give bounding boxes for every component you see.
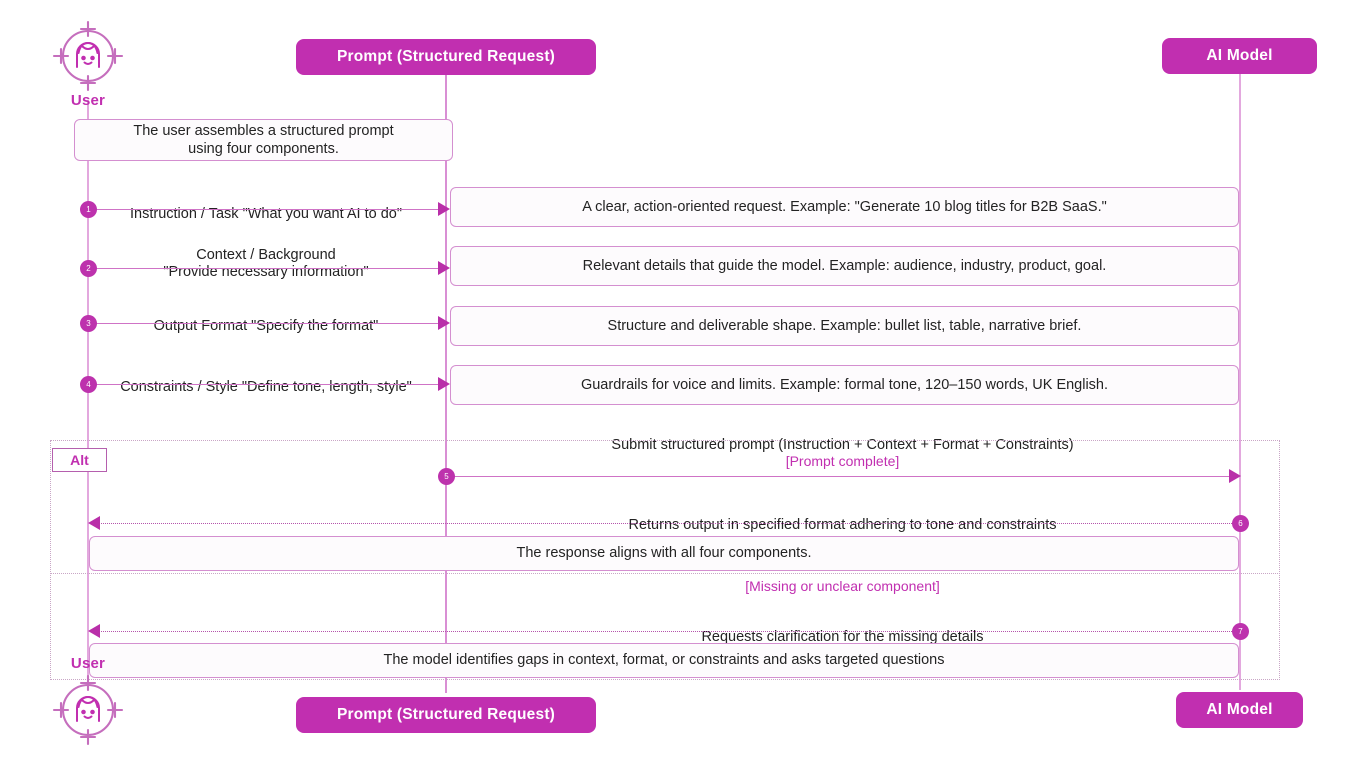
actor-user-top-label: User	[70, 92, 106, 109]
message-7-label: Requests clarification for the missing d…	[446, 611, 1239, 646]
message-7-arrowhead-icon	[88, 624, 100, 638]
note-model-identifies-gaps-text: The model identifies gaps in context, fo…	[383, 652, 945, 669]
message-6-text: Returns output in specified format adher…	[628, 516, 1057, 533]
message-2-arrowhead-icon	[438, 261, 450, 275]
note-instruction: A clear, action-oriented request. Exampl…	[450, 187, 1239, 227]
participant-ai-model-bottom-label: AI Model	[1206, 701, 1273, 718]
participant-ai-model-top[interactable]: AI Model	[1162, 38, 1317, 74]
alt-guard-prompt-complete-text: [Prompt complete]	[785, 453, 900, 469]
message-3-label: Output Format "Specify the format"	[96, 300, 436, 335]
actor-user-bottom-label: User	[70, 655, 106, 672]
participant-prompt-top-label: Prompt (Structured Request)	[336, 48, 556, 65]
message-1-arrow	[88, 209, 440, 210]
note-instruction-text: A clear, action-oriented request. Exampl…	[582, 198, 1107, 215]
alt-fragment-divider	[50, 573, 1280, 574]
alt-guard-prompt-complete: [Prompt complete]	[446, 453, 1239, 469]
message-5-badge: 5	[438, 468, 455, 485]
participant-prompt-top[interactable]: Prompt (Structured Request)	[296, 39, 596, 75]
message-4-number: 4	[86, 380, 91, 389]
message-1-arrowhead-icon	[438, 202, 450, 216]
message-5-arrowhead-icon	[1229, 469, 1241, 483]
message-2-number: 2	[86, 264, 91, 273]
user-target-icon	[52, 20, 124, 92]
user-target-icon-bottom	[52, 674, 124, 746]
message-6-arrow	[95, 523, 1240, 524]
message-5-number: 5	[444, 472, 449, 481]
message-4-badge: 4	[80, 376, 97, 393]
message-3-badge: 3	[80, 315, 97, 332]
message-3-arrow	[88, 323, 440, 324]
alt-fragment-tag-label: Alt	[70, 452, 89, 468]
message-6-label: Returns output in specified format adher…	[446, 499, 1239, 534]
note-output-format: Structure and deliverable shape. Example…	[450, 306, 1239, 346]
message-7-number: 7	[1238, 627, 1243, 636]
message-3-text: Output Format "Specify the format"	[153, 317, 379, 334]
message-4-arrowhead-icon	[438, 377, 450, 391]
message-2-arrow	[88, 268, 440, 269]
note-response-aligns-text: The response aligns with all four compon…	[516, 545, 812, 562]
participant-ai-model-bottom[interactable]: AI Model	[1176, 692, 1303, 728]
lifeline-user	[87, 100, 89, 688]
participant-ai-model-top-label: AI Model	[1206, 47, 1273, 64]
alt-fragment-tag: Alt	[52, 448, 107, 472]
note-assemble-prompt-text: The user assembles a structured prompt u…	[133, 122, 394, 157]
note-response-aligns: The response aligns with all four compon…	[89, 536, 1239, 571]
message-3-arrowhead-icon	[438, 316, 450, 330]
message-1-number: 1	[86, 205, 91, 214]
note-output-format-text: Structure and deliverable shape. Example…	[607, 317, 1082, 334]
alt-fragment	[50, 440, 1280, 680]
message-1-label: Instruction / Task "What you want AI to …	[96, 188, 436, 223]
message-1-badge: 1	[80, 201, 97, 218]
message-3-number: 3	[86, 319, 91, 328]
message-2-badge: 2	[80, 260, 97, 277]
actor-user-bottom[interactable]: User	[48, 655, 128, 746]
note-model-identifies-gaps: The model identifies gaps in context, fo…	[89, 643, 1239, 678]
participant-prompt-bottom[interactable]: Prompt (Structured Request)	[296, 697, 596, 733]
lifeline-ai-model	[1239, 74, 1241, 690]
note-assemble-prompt: The user assembles a structured prompt u…	[74, 119, 453, 161]
note-context: Relevant details that guide the model. E…	[450, 246, 1239, 286]
message-7-arrow	[95, 631, 1240, 632]
message-7-badge: 7	[1232, 623, 1249, 640]
message-4-arrow	[88, 384, 440, 385]
message-4-text: Constraints / Style "Define tone, length…	[120, 378, 412, 395]
actor-user-top[interactable]: User	[48, 20, 128, 109]
message-6-number: 6	[1238, 519, 1243, 528]
message-4-label: Constraints / Style "Define tone, length…	[96, 361, 436, 396]
message-7-text: Requests clarification for the missing d…	[701, 628, 984, 645]
note-constraints: Guardrails for voice and limits. Example…	[450, 365, 1239, 405]
note-constraints-text: Guardrails for voice and limits. Example…	[580, 376, 1109, 393]
participant-prompt-bottom-label: Prompt (Structured Request)	[336, 706, 556, 723]
message-6-badge: 6	[1232, 515, 1249, 532]
message-6-arrowhead-icon	[88, 516, 100, 530]
message-5-arrow	[446, 476, 1235, 477]
note-context-text: Relevant details that guide the model. E…	[582, 257, 1107, 274]
alt-guard-missing-component-text: [Missing or unclear component]	[745, 578, 940, 594]
message-2-text: Context / Background "Provide necessary …	[163, 246, 369, 281]
alt-guard-missing-component: [Missing or unclear component]	[446, 578, 1239, 594]
message-2-label: Context / Background "Provide necessary …	[96, 229, 436, 282]
